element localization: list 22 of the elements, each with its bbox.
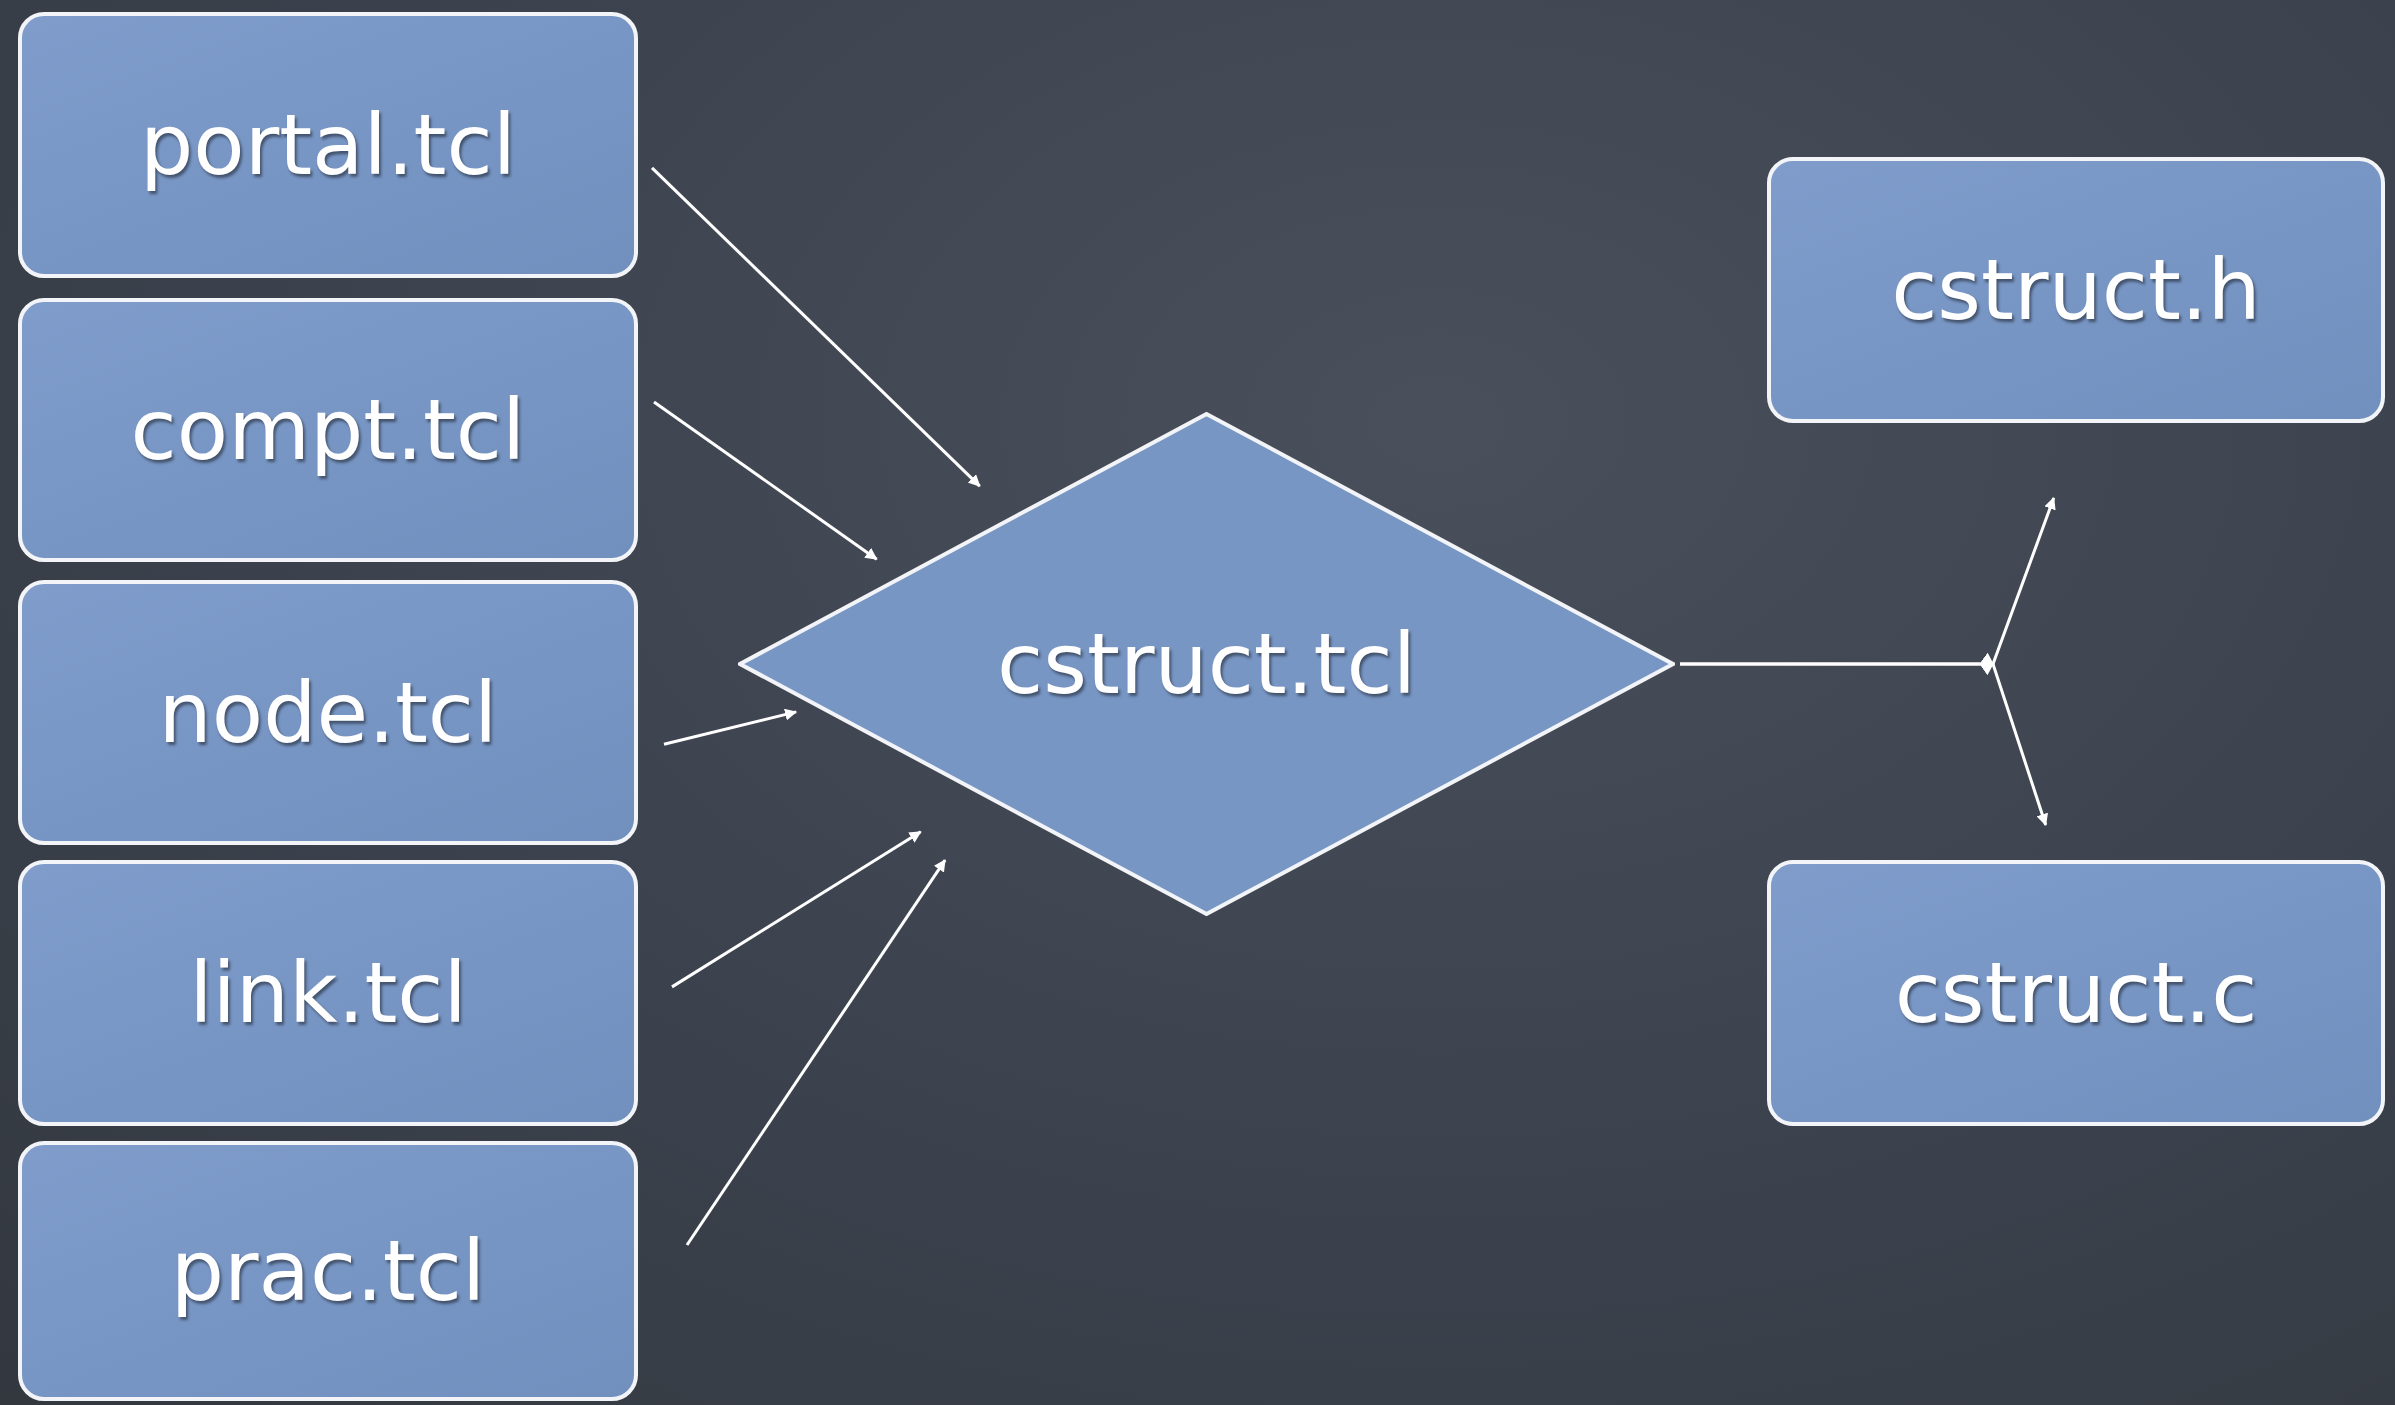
process-box [18, 12, 638, 278]
process-box [18, 1141, 638, 1401]
arrow [1680, 653, 2048, 826]
decision-diamond [738, 412, 1675, 916]
arrow [663, 708, 798, 746]
node-label: cstruct.h [1891, 241, 2261, 339]
arrow [685, 859, 947, 1246]
process-box [1767, 860, 2385, 1126]
node-label: node.tcl [158, 663, 498, 762]
process-box [18, 580, 638, 845]
node-label: compt.tcl [130, 381, 526, 479]
node-label: link.tcl [189, 944, 467, 1042]
arrow [653, 400, 878, 561]
node-label: portal.tcl [139, 96, 517, 194]
node-label: prac.tcl [170, 1222, 486, 1320]
process-box [1767, 157, 2385, 423]
node-label: cstruct.tcl [997, 615, 1416, 713]
arrow [650, 166, 981, 488]
process-box [18, 860, 638, 1126]
arrow [671, 830, 922, 989]
node-label: cstruct.c [1894, 944, 2258, 1042]
process-box [18, 298, 638, 562]
